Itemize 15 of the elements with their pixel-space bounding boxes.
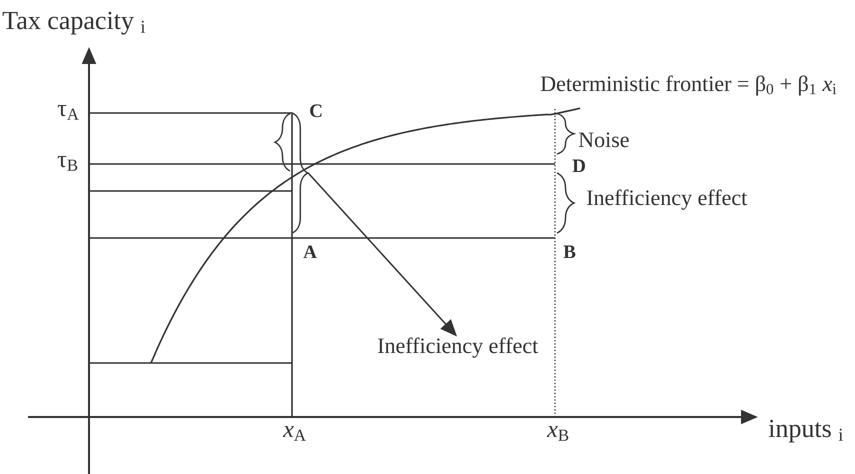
point-label: A xyxy=(303,245,317,258)
tick-label: x$_{A}$ xyxy=(282,426,306,441)
point-label: B xyxy=(564,246,576,258)
annotation-text: Inefficiency effect xyxy=(378,338,538,358)
point-label: C xyxy=(310,104,322,118)
brace-label: Noise xyxy=(578,132,629,148)
tick-label: τ$_{A}$ xyxy=(58,104,79,120)
tick-label: x$_{B}$ xyxy=(546,426,568,441)
axis-title: Tax capacity $_{i}$ xyxy=(2,12,146,35)
curve-label: Deterministic frontier = β$_{0}$ + β$_{1}$ x$_{i}$ xyxy=(540,76,836,96)
brace xyxy=(292,112,308,234)
brace-label: Inefficiency effect xyxy=(587,190,748,210)
axis-title: inputs $_{i}$ xyxy=(768,420,843,443)
tick-label: τ$_{B}$ xyxy=(58,156,78,171)
point-label: D xyxy=(572,160,585,172)
